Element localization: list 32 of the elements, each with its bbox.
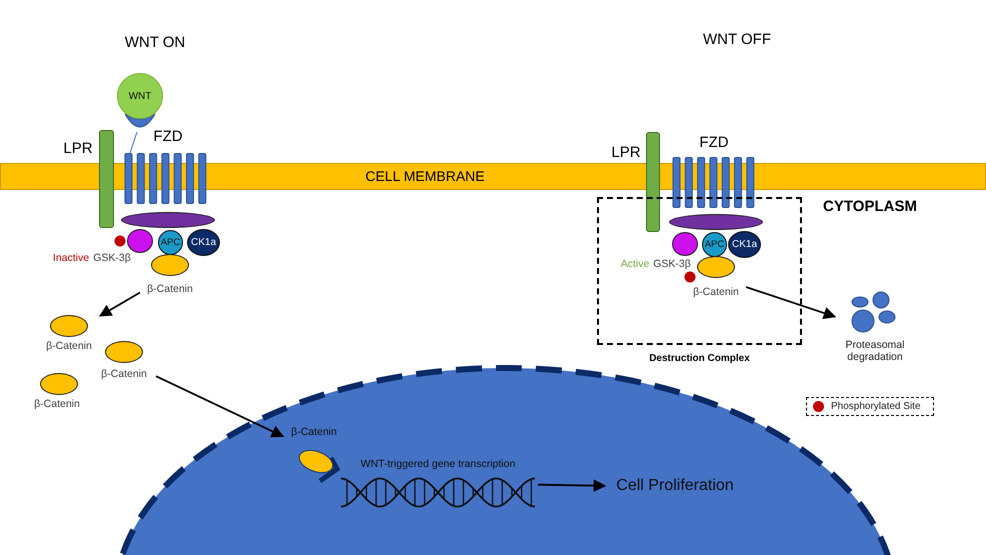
legend-label: Phosphorylated Site — [831, 401, 921, 412]
membrane-label: CELL MEMBRANE — [364, 168, 486, 184]
receptor-label: FZD — [152, 128, 184, 146]
apc-protein: APC — [158, 230, 183, 255]
protein-label: β-Catenin — [290, 426, 338, 438]
condition-label: WNT OFF — [702, 31, 772, 48]
protein-label: β-Catenin — [100, 368, 148, 380]
state-label: Active — [620, 258, 650, 270]
outcome-label: Cell Proliferation — [615, 477, 735, 496]
receptor-label: LPR — [610, 144, 642, 162]
protein-label: β-Catenin — [146, 283, 194, 296]
arrow — [538, 479, 606, 492]
protein-label: β-Catenin — [45, 340, 93, 352]
arrow — [156, 375, 284, 438]
apc-protein: APC — [702, 232, 727, 257]
ck1a-protein: CK1a — [187, 229, 220, 256]
complex-label: Destruction Complex — [648, 353, 751, 364]
protein-label: β-Catenin — [33, 398, 81, 410]
condition-label: WNT ON — [124, 34, 186, 52]
process-label: Proteasomal degradation — [844, 339, 906, 364]
protein-label: GSK-3β — [92, 252, 132, 264]
protein-label: GSK-3β — [652, 258, 692, 270]
compartment-label: CYTOPLASM — [822, 198, 918, 216]
arrow — [746, 286, 836, 320]
process-label: WNT-triggered gene transcription — [360, 458, 516, 470]
protein-label: β-Catenin — [692, 286, 740, 298]
ck1a-protein: CK1a — [728, 231, 761, 258]
receptor-label: FZD — [698, 134, 730, 152]
arrow — [98, 292, 140, 317]
receptor-label: LPR — [62, 140, 94, 158]
state-label: Inactive — [52, 252, 90, 264]
wnt-ligand-circle: WNT — [117, 73, 163, 119]
